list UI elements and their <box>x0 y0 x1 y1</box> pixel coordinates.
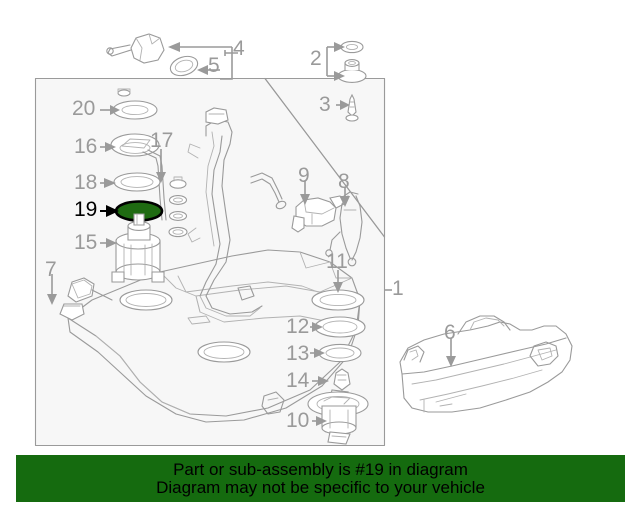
part-18-ring <box>113 172 161 192</box>
part-5-cap-seal <box>169 55 199 77</box>
part-9-sensor <box>291 195 345 233</box>
part-13-oring <box>318 343 362 363</box>
part-7-sensor <box>59 277 113 321</box>
banner-line-primary: Part or sub-assembly is #19 in diagram <box>173 460 468 480</box>
part-4-fuel-cap <box>106 33 165 64</box>
callout-label-3: 3 <box>319 93 331 116</box>
callout-label-6: 6 <box>444 321 456 344</box>
callout-label-11: 11 <box>326 250 348 273</box>
callout-label-18: 18 <box>74 171 98 194</box>
callout-label-5: 5 <box>208 54 220 77</box>
callout-label-10: 10 <box>286 409 310 432</box>
leader-lines <box>47 42 456 426</box>
part-2-grommets <box>337 40 367 83</box>
part-6-heat-shield <box>399 315 573 413</box>
small-ring-stack <box>168 176 188 238</box>
part-15-fuel-pump <box>111 213 165 283</box>
part-3-clip <box>345 93 359 122</box>
banner-line-secondary: Diagram may not be specific to your vehi… <box>156 477 485 497</box>
callout-label-1: 1 <box>392 277 404 300</box>
parts-diagram-svg: .ln{fill:none;stroke:#9a9a9a;stroke-widt… <box>34 33 573 447</box>
part-16-flange <box>110 133 160 157</box>
callout-label-4: 4 <box>233 37 245 60</box>
fuel-filler-neck <box>187 107 263 317</box>
callout-label-8: 8 <box>338 170 350 193</box>
callout-label-9: 9 <box>298 164 310 187</box>
callout-label-20: 20 <box>72 97 96 120</box>
callout-label-7: 7 <box>45 258 57 281</box>
panel-corner-line <box>264 77 386 238</box>
callout-label-15: 15 <box>74 231 98 254</box>
callout-label-19: 19 <box>74 198 98 221</box>
callout-label-13: 13 <box>286 342 310 365</box>
callout-label-2: 2 <box>310 47 322 70</box>
part-20-ring <box>112 88 158 120</box>
callout-label-12: 12 <box>286 315 310 338</box>
part-11-ring <box>311 289 365 311</box>
callout-label-17: 17 <box>150 129 174 152</box>
callout-label-14: 14 <box>286 369 310 392</box>
callout-label-16: 16 <box>74 135 98 158</box>
vent-hose <box>250 172 287 210</box>
part-17-rod <box>142 149 167 221</box>
info-banner: Part or sub-assembly is #19 in diagram D… <box>16 455 625 502</box>
part-10-housing <box>307 391 369 445</box>
part-8-hose <box>325 191 363 267</box>
parts-diagram: .ln{fill:none;stroke:#9a9a9a;stroke-widt… <box>34 33 573 447</box>
